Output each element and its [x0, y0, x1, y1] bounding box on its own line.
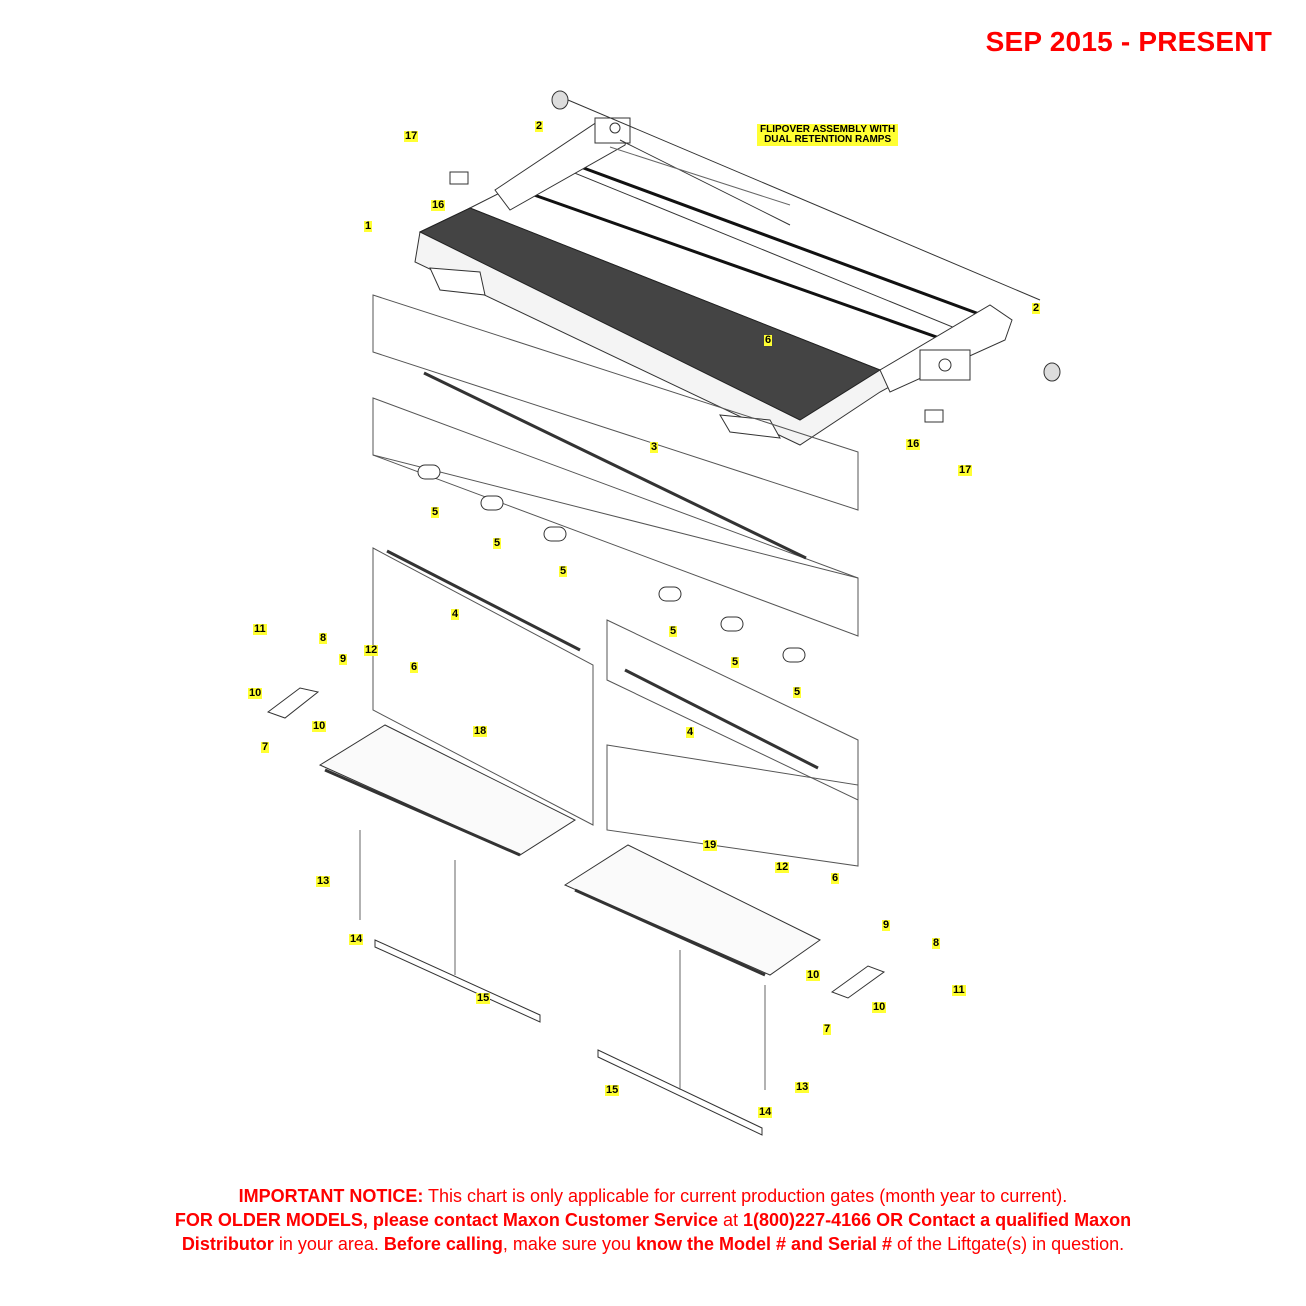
links — [417, 464, 806, 663]
part-callout-15: 15 — [476, 992, 491, 1004]
notice-distributor: Distributor — [181, 1234, 274, 1254]
notice-text: This chart is only applicable for curren… — [423, 1186, 1068, 1206]
notice-line-3: Distributor in your area. Before calling… — [0, 1232, 1306, 1256]
part-callout-8: 8 — [319, 632, 328, 644]
part-callout-5: 5 — [793, 686, 802, 698]
part-callout-17: 17 — [958, 464, 973, 476]
part-callout-19: 19 — [703, 839, 718, 851]
notice-older-models: FOR OLDER MODELS, please contact Maxon C… — [174, 1210, 718, 1230]
flipover-platform — [414, 117, 1013, 446]
part-callout-5: 5 — [731, 656, 740, 668]
important-notice: IMPORTANT NOTICE: This chart is only app… — [0, 1184, 1306, 1256]
shafts — [386, 371, 819, 770]
part-callout-13: 13 — [795, 1081, 810, 1093]
leader-lines — [359, 146, 791, 1090]
assembly-label-line1: FLIPOVER ASSEMBLY WITH — [760, 124, 896, 135]
part-callout-9: 9 — [882, 919, 891, 931]
part-callout-14: 14 — [758, 1106, 773, 1118]
notice-heading: IMPORTANT NOTICE: — [238, 1186, 424, 1206]
part-callout-8: 8 — [932, 937, 941, 949]
part-callout-10: 10 — [312, 720, 327, 732]
part-callout-6: 6 — [764, 334, 773, 346]
notice-text: in your area. — [273, 1234, 384, 1254]
ramp-19 — [563, 844, 821, 977]
notice-before-calling: Before calling — [383, 1234, 503, 1254]
part-callout-2: 2 — [1032, 302, 1041, 314]
part-callout-16: 16 — [431, 199, 446, 211]
panel-outlines — [372, 294, 859, 867]
part-callout-4: 4 — [451, 608, 460, 620]
part-callout-5: 5 — [431, 506, 440, 518]
notice-text: , make sure you — [502, 1234, 636, 1254]
top-pin-bushings — [449, 90, 1061, 423]
part-callout-6: 6 — [831, 872, 840, 884]
assembly-label: FLIPOVER ASSEMBLY WITH DUAL RETENTION RA… — [757, 124, 899, 146]
part-callout-17: 17 — [404, 130, 419, 142]
arms-7 — [266, 687, 886, 999]
part-callout-11: 11 — [952, 984, 966, 996]
part-callout-11: 11 — [253, 623, 267, 635]
part-callout-3: 3 — [650, 441, 659, 453]
part-callout-7: 7 — [261, 741, 270, 753]
notice-line-2: FOR OLDER MODELS, please contact Maxon C… — [0, 1208, 1306, 1232]
part-callout-5: 5 — [669, 625, 678, 637]
notice-model-serial: know the Model # and Serial # — [635, 1234, 893, 1254]
part-callout-10: 10 — [872, 1001, 887, 1013]
part-callout-18: 18 — [473, 725, 488, 737]
part-callout-5: 5 — [493, 537, 502, 549]
part-callout-6: 6 — [410, 661, 419, 673]
date-range-heading: SEP 2015 - PRESENT — [985, 26, 1272, 57]
part-callout-7: 7 — [823, 1023, 832, 1035]
part-callout-5: 5 — [559, 565, 568, 577]
part-callout-12: 12 — [775, 861, 790, 873]
part-callout-4: 4 — [686, 726, 695, 738]
part-callout-2: 2 — [535, 120, 544, 132]
part-callout-1: 1 — [364, 220, 373, 232]
part-callout-14: 14 — [349, 933, 364, 945]
part-callout-16: 16 — [906, 438, 921, 450]
part-callout-15: 15 — [605, 1084, 620, 1096]
part-callout-9: 9 — [339, 653, 348, 665]
notice-text: at — [718, 1210, 744, 1230]
ramp-18 — [318, 724, 577, 857]
part-callout-12: 12 — [364, 644, 379, 656]
assembly-label-line2: DUAL RETENTION RAMPS — [764, 134, 892, 145]
part-callout-10: 10 — [806, 969, 821, 981]
bars-15 — [374, 939, 763, 1136]
notice-text: of the Liftgate(s) in question. — [892, 1234, 1125, 1254]
notice-phone: 1(800)227-4166 OR Contact a qualified Ma… — [743, 1210, 1132, 1230]
notice-line-1: IMPORTANT NOTICE: This chart is only app… — [0, 1184, 1306, 1208]
part-callout-10: 10 — [248, 687, 263, 699]
part-callout-13: 13 — [316, 875, 331, 887]
